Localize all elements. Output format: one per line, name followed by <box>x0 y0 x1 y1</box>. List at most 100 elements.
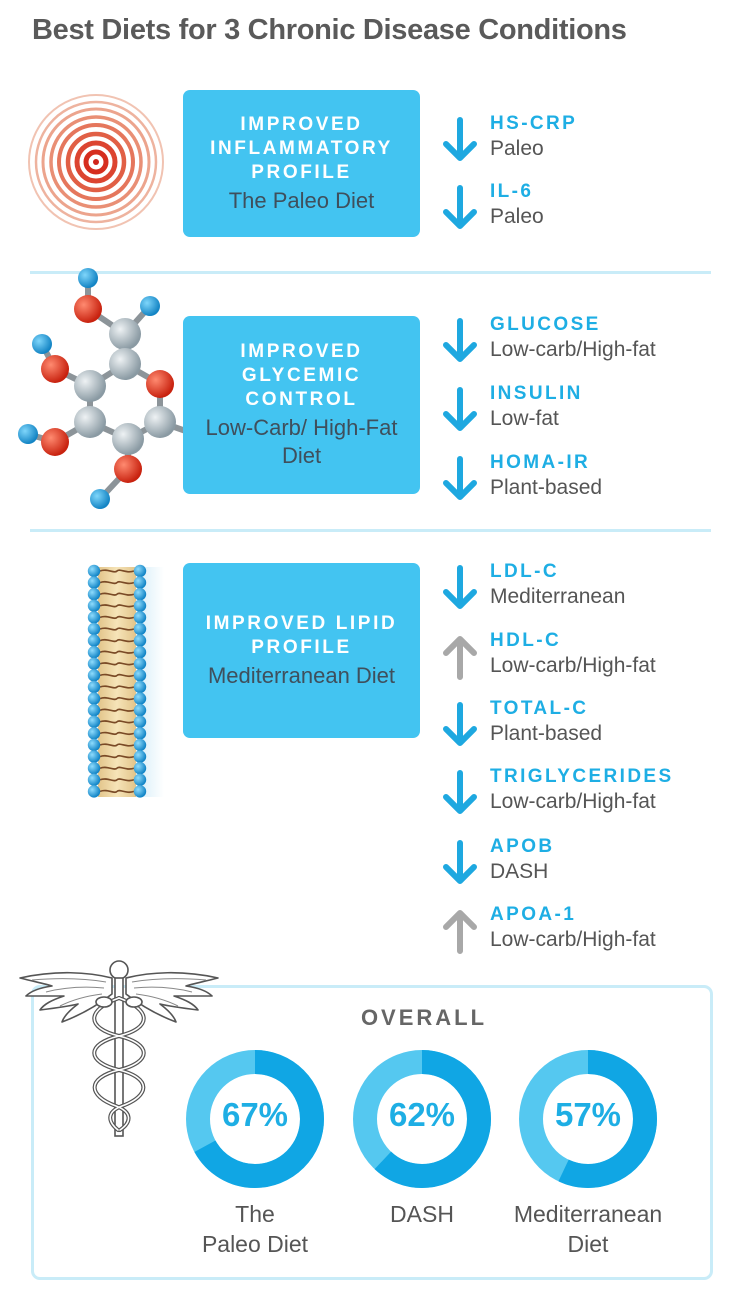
phospholipid-head <box>133 634 147 647</box>
donut-dash <box>353 1050 491 1188</box>
marker-name: HS-CRP <box>490 113 578 134</box>
phospholipid-head <box>133 692 147 705</box>
label-dash: DASH <box>327 1199 517 1229</box>
section-heading: IMPROVED LIPID PROFILE <box>205 612 398 658</box>
phospholipid-tail <box>99 789 135 794</box>
phospholipid-head <box>87 704 101 717</box>
arrow-down-icon <box>443 387 477 431</box>
percent-dash: 62% <box>388 1096 456 1133</box>
marker-name: LDL-C <box>490 561 559 582</box>
phospholipid-tail <box>99 696 135 701</box>
marker-diet: Low-carb/High-fat <box>490 338 656 361</box>
marker-name: HDL-C <box>490 630 562 651</box>
phospholipid-head <box>87 715 101 728</box>
marker-diet: Paleo <box>490 137 544 160</box>
phospholipid-head <box>87 680 101 694</box>
marker-insulin: INSULIN Low-fat <box>440 383 720 443</box>
overall-title: OVERALL <box>360 1005 488 1030</box>
phospholipid-tail <box>99 731 135 736</box>
arrow-down-icon <box>443 456 477 500</box>
phospholipid-tail <box>99 754 135 759</box>
label-line: Paleo Diet <box>201 1231 309 1257</box>
section-heading: IMPROVED GLYCEMIC CONTROL <box>240 341 363 410</box>
phospholipid-tail <box>99 650 135 654</box>
phospholipid-tail <box>99 766 135 770</box>
label-line: Mediterranean <box>513 1201 663 1227</box>
phospholipid-tail <box>99 778 135 782</box>
arrow-down-icon <box>443 702 477 746</box>
section-diet: Low-Carb/ High-Fat Diet <box>205 415 398 468</box>
concentric-rings-icon <box>28 94 164 230</box>
arrow-down-icon <box>443 185 477 229</box>
phospholipid-head <box>87 588 101 601</box>
arrow-down-icon <box>443 565 477 609</box>
phospholipid-tail <box>99 638 135 643</box>
section-box-lipid: IMPROVED LIPID PROFILE Mediterranean Die… <box>183 563 420 738</box>
marker-diet: Paleo <box>490 205 544 228</box>
marker-name: TOTAL-C <box>490 698 589 719</box>
phospholipid-head <box>133 727 147 740</box>
phospholipid-head <box>133 715 147 728</box>
phospholipid-head <box>87 738 101 752</box>
marker-name: GLUCOSE <box>490 314 601 335</box>
phospholipid-tail <box>99 615 135 620</box>
phospholipid-head <box>87 646 101 659</box>
phospholipid-head <box>87 773 101 786</box>
phospholipid-head <box>133 576 147 589</box>
arrow-down-icon <box>443 770 477 814</box>
label-mediterranean: Mediterranean Diet <box>493 1199 683 1259</box>
arrow-down-icon <box>443 117 477 161</box>
phospholipid-tail <box>99 708 135 712</box>
marker-diet: DASH <box>490 860 549 883</box>
phospholipid-tail <box>99 627 135 631</box>
phospholipid-head <box>133 622 147 636</box>
page-title: Best Diets for 3 Chronic Disease Conditi… <box>32 14 627 46</box>
phospholipid-tail <box>99 604 135 608</box>
marker-name: TRIGLYCERIDES <box>490 766 674 787</box>
phospholipid-head <box>87 599 101 612</box>
donut-paleo <box>186 1050 324 1188</box>
arrow-up-icon <box>443 636 477 680</box>
marker-homa-ir: HOMA-IR Plant-based <box>440 452 720 512</box>
phospholipid-head <box>87 727 101 740</box>
phospholipid-head <box>87 785 101 798</box>
glucose-molecule-icon <box>18 268 210 509</box>
phospholipid-head <box>87 564 101 578</box>
marker-ldl-c: LDL-C Mediterranean <box>440 561 720 621</box>
label-line: DASH <box>390 1201 454 1227</box>
marker-diet: Low-fat <box>490 407 559 430</box>
marker-apoa-1: APOA-1 Low-carb/High-fat <box>440 904 720 964</box>
phospholipid-head <box>87 622 101 636</box>
phospholipid-tail <box>99 720 135 724</box>
phospholipid-head <box>133 738 147 752</box>
donut-value-arc <box>353 1050 491 1188</box>
label-line: The <box>235 1201 275 1227</box>
marker-triglycerides: TRIGLYCERIDES Low-carb/High-fat <box>440 766 720 826</box>
phospholipid-head <box>87 576 101 589</box>
percent-paleo: 67% <box>221 1096 289 1133</box>
section-box-inflammatory: IMPROVED INFLAMMATORY PROFILE The Paleo … <box>183 90 420 237</box>
marker-hs-crp: HS-CRP Paleo <box>440 113 720 173</box>
phospholipid-tail <box>99 673 135 678</box>
marker-total-c: TOTAL-C Plant-based <box>440 698 720 758</box>
arrow-down-icon <box>443 318 477 362</box>
phospholipid-head <box>87 634 101 647</box>
caduceus-icon <box>19 960 219 1137</box>
marker-name: INSULIN <box>490 383 583 404</box>
phospholipid-tail <box>99 592 135 596</box>
marker-hdl-c: HDL-C Low-carb/High-fat <box>440 630 720 690</box>
section-box-glycemic: IMPROVED GLYCEMIC CONTROL Low-Carb/ High… <box>183 316 420 494</box>
phospholipid-tail <box>99 685 135 689</box>
phospholipid-head <box>133 646 147 659</box>
phospholipid-head <box>133 785 147 798</box>
label-paleo: The Paleo Diet <box>160 1199 350 1259</box>
phospholipid-head <box>87 657 101 670</box>
label-line: Diet <box>567 1231 609 1257</box>
phospholipid-head <box>133 611 147 624</box>
marker-diet: Plant-based <box>490 476 603 499</box>
marker-name: HOMA-IR <box>490 452 591 473</box>
phospholipid-head <box>133 588 147 601</box>
marker-diet: Plant-based <box>490 722 603 745</box>
section-heading: IMPROVED INFLAMMATORY PROFILE <box>210 113 393 183</box>
